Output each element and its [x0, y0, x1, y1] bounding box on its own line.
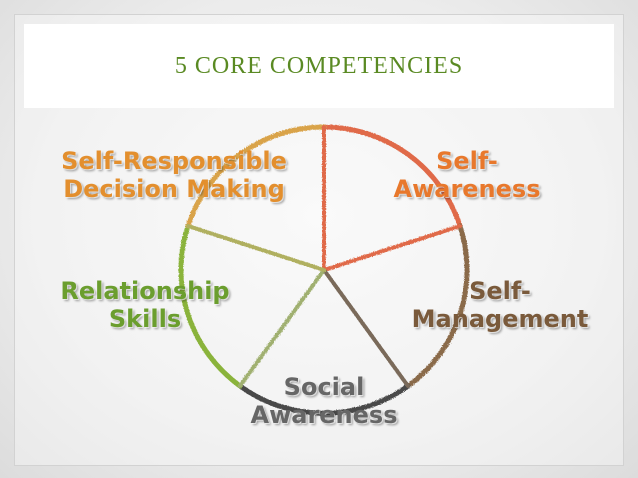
- sector-arc-social-awareness: [237, 383, 411, 416]
- label-line: Social: [283, 373, 365, 401]
- label-line: Self-Responsible: [61, 147, 287, 175]
- spoke-left: [186, 224, 326, 272]
- label-social-awareness: Social Awareness: [236, 373, 412, 429]
- sector-arc-decision-making: [185, 124, 327, 229]
- label-line: Decision Making: [63, 174, 285, 203]
- sector-arc-self-awareness: [321, 124, 463, 229]
- label-line: Awareness: [393, 174, 541, 203]
- label-decision-making: Self-Responsible Decision Making: [44, 147, 304, 203]
- label-line: Management: [411, 304, 589, 333]
- label-line: Relationship: [60, 277, 230, 305]
- spoke-bottom-left: [238, 268, 326, 388]
- sector-arc-relationship-skills: [178, 223, 243, 389]
- spoke-bottom-right: [322, 268, 410, 388]
- spoke-right: [322, 224, 462, 272]
- label-line: Skills: [108, 304, 182, 333]
- label-relationship-skills: Relationship Skills: [50, 277, 240, 333]
- label-line: Awareness: [250, 400, 398, 429]
- sector-arc-self-management: [405, 223, 470, 389]
- slide-title: 5 CORE COMPETENCIES: [174, 52, 464, 79]
- label-self-awareness: Self- Awareness: [372, 147, 562, 203]
- title-bar: 5 CORE COMPETENCIES: [24, 24, 614, 108]
- label-line: Self-: [469, 277, 531, 305]
- label-line: Self-: [436, 147, 498, 175]
- label-self-management: Self- Management: [392, 277, 608, 333]
